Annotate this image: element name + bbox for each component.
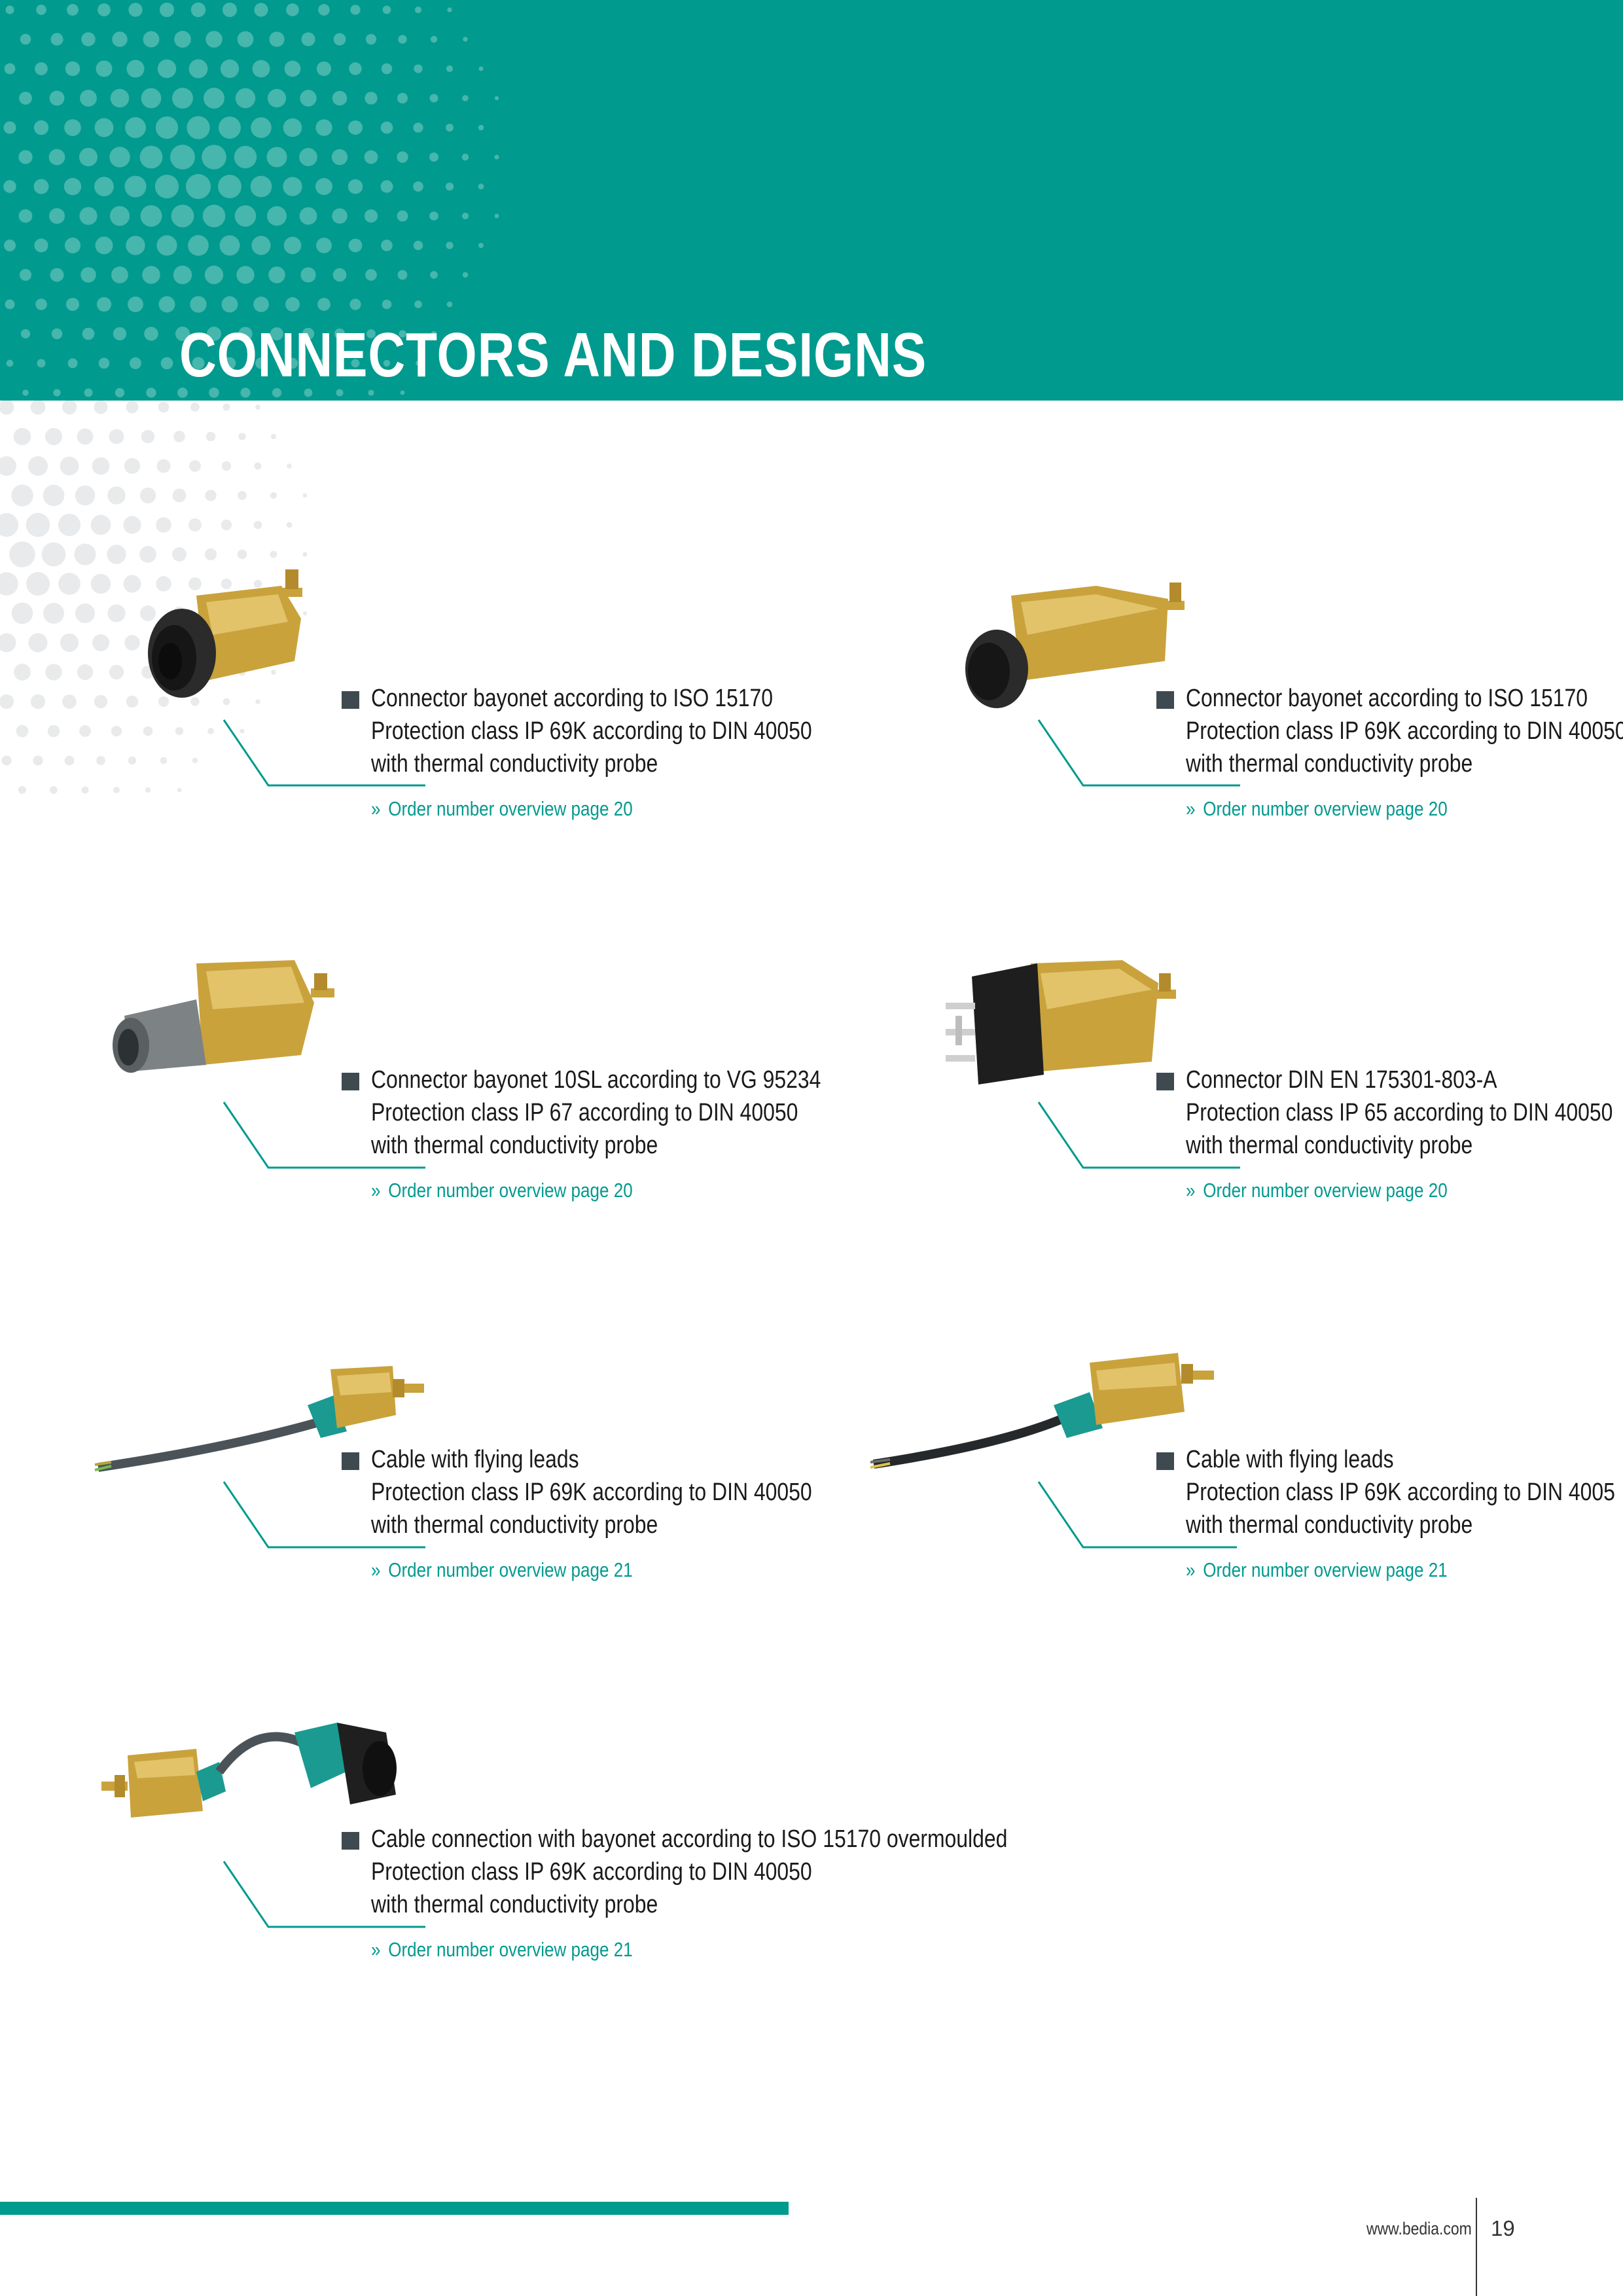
order-link[interactable]: »Order number overview page 20 bbox=[371, 797, 633, 820]
connector-type: Connector bayonet according to ISO 15170 bbox=[1186, 685, 1588, 712]
leader-line bbox=[223, 1861, 425, 1928]
order-link[interactable]: »Order number overview page 20 bbox=[1186, 797, 1448, 820]
product-photo-bayonet-10sl bbox=[113, 960, 334, 1073]
leader-line bbox=[223, 1102, 425, 1169]
product-card: Connector DIN EN 175301-803-A Protection… bbox=[900, 937, 1620, 1278]
leader-line bbox=[223, 1481, 425, 1549]
footer-url[interactable]: www.bedia.com bbox=[1366, 2219, 1472, 2238]
header-banner: CONNECTORS AND DESIGNS bbox=[0, 0, 1623, 401]
product-photo-bayonet bbox=[148, 569, 302, 698]
protection-class: Protection class IP 69K according to DIN… bbox=[371, 717, 812, 745]
probe-note: with thermal conductivity probe bbox=[1186, 1132, 1473, 1159]
product-photo-din-connector bbox=[946, 960, 1176, 1085]
protection-class: Protection class IP 69K according to DIN… bbox=[371, 1858, 812, 1886]
page-number: 19 bbox=[1491, 2216, 1515, 2240]
bullet-square bbox=[1156, 1452, 1174, 1470]
connector-type: Cable connection with bayonet according … bbox=[371, 1825, 1008, 1853]
leader-line bbox=[1037, 1102, 1240, 1169]
product-photo-cable-flying-leads bbox=[94, 1366, 424, 1472]
product-card: Connector bayonet 10SL according to VG 9… bbox=[85, 937, 821, 1278]
connector-type: Connector bayonet according to ISO 15170 bbox=[371, 685, 773, 712]
decorative-dot-pattern-lower bbox=[0, 401, 308, 794]
product-photo-cable-bayonet-overmoulded bbox=[101, 1723, 397, 1818]
bullet-square bbox=[342, 1073, 359, 1090]
footer-divider bbox=[1476, 2198, 1477, 2296]
connector-type: Connector bayonet 10SL according to VG 9… bbox=[371, 1066, 821, 1094]
bullet-square bbox=[1156, 1073, 1174, 1090]
protection-class: Protection class IP 69K according to DIN… bbox=[371, 1479, 812, 1506]
product-card: Connector bayonet according to ISO 15170… bbox=[85, 556, 812, 897]
product-description: Connector bayonet 10SL according to VG 9… bbox=[371, 1064, 821, 1162]
order-link[interactable]: »Order number overview page 20 bbox=[371, 1179, 633, 1202]
bullet-square bbox=[342, 1832, 359, 1850]
product-photo-bayonet bbox=[965, 583, 1185, 708]
probe-note: with thermal conductivity probe bbox=[371, 1891, 658, 1918]
order-link[interactable]: »Order number overview page 21 bbox=[1186, 1558, 1448, 1581]
protection-class: Protection class IP 69K according to DIN… bbox=[1186, 717, 1623, 745]
decorative-dot-pattern bbox=[3, 2, 499, 398]
product-card: Cable with flying leads Protection class… bbox=[85, 1317, 812, 1657]
bullet-square bbox=[1156, 691, 1174, 709]
connector-type: Cable with flying leads bbox=[371, 1446, 579, 1473]
product-description: Cable connection with bayonet according … bbox=[371, 1823, 1007, 1921]
page-title: CONNECTORS AND DESIGNS bbox=[179, 320, 927, 390]
bullet-square bbox=[342, 1452, 359, 1470]
leader-line bbox=[1037, 719, 1240, 787]
leader-line bbox=[223, 719, 425, 787]
product-description: Connector bayonet according to ISO 15170… bbox=[371, 682, 812, 780]
probe-note: with thermal conductivity probe bbox=[1186, 750, 1473, 778]
bullet-square bbox=[342, 691, 359, 709]
product-description: Cable with flying leads Protection class… bbox=[1186, 1443, 1615, 1541]
protection-class: Protection class IP 69K according to DIN… bbox=[1186, 1479, 1615, 1506]
connector-type: Connector DIN EN 175301-803-A bbox=[1186, 1066, 1497, 1094]
probe-note: with thermal conductivity probe bbox=[371, 1511, 658, 1539]
order-link[interactable]: »Order number overview page 21 bbox=[371, 1558, 633, 1581]
footer-accent-bar bbox=[0, 2202, 789, 2215]
protection-class: Protection class IP 65 according to DIN … bbox=[1186, 1099, 1613, 1126]
leader-line bbox=[1037, 1481, 1237, 1549]
product-description: Connector bayonet according to ISO 15170… bbox=[1186, 682, 1623, 780]
product-card: Cable connection with bayonet according … bbox=[85, 1696, 1007, 2037]
connector-type: Cable with flying leads bbox=[1186, 1446, 1394, 1473]
probe-note: with thermal conductivity probe bbox=[371, 750, 658, 778]
product-photo-cable-flying-leads bbox=[870, 1353, 1214, 1469]
product-description: Connector DIN EN 175301-803-A Protection… bbox=[1186, 1064, 1613, 1162]
probe-note: with thermal conductivity probe bbox=[371, 1132, 658, 1159]
order-link[interactable]: »Order number overview page 21 bbox=[371, 1938, 633, 1961]
product-card: Connector bayonet according to ISO 15170… bbox=[900, 556, 1623, 897]
product-description: Cable with flying leads Protection class… bbox=[371, 1443, 812, 1541]
protection-class: Protection class IP 67 according to DIN … bbox=[371, 1099, 798, 1126]
product-card: Cable with flying leads Protection class… bbox=[870, 1317, 1615, 1657]
order-link[interactable]: »Order number overview page 20 bbox=[1186, 1179, 1448, 1202]
probe-note: with thermal conductivity probe bbox=[1186, 1511, 1473, 1539]
